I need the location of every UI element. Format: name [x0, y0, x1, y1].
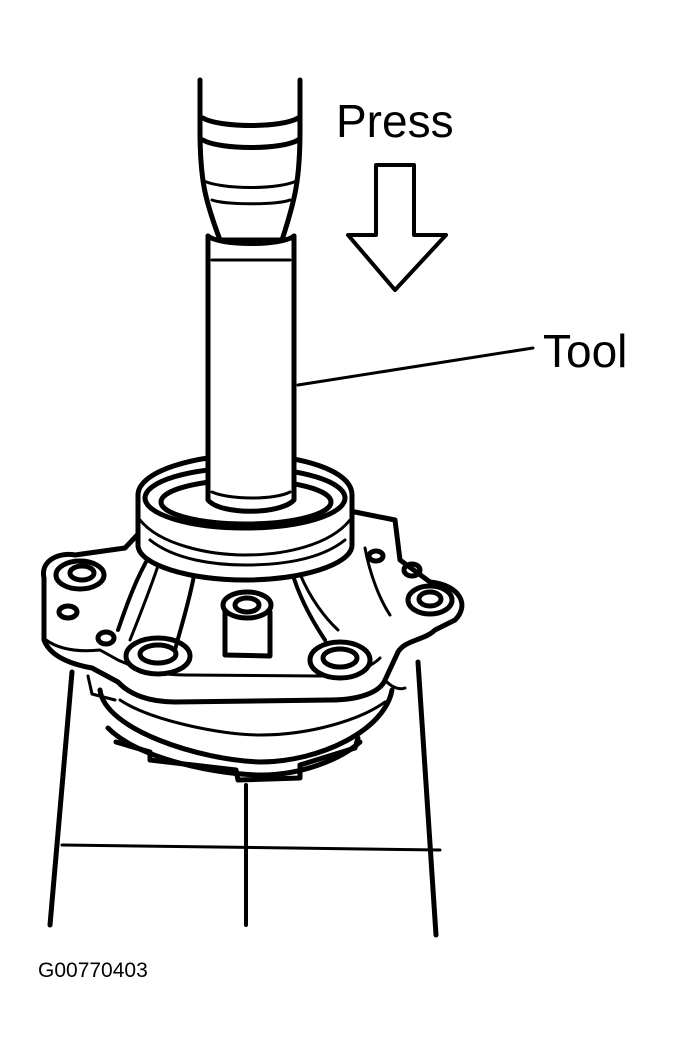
center-boss — [220, 589, 274, 659]
tool-leader-line — [296, 346, 535, 387]
housing-ribs — [116, 546, 392, 652]
tool-shaft — [205, 233, 297, 514]
small-hole-left — [56, 603, 117, 647]
bolt-hole-left — [53, 558, 107, 592]
small-hole-right — [366, 548, 423, 579]
support-block — [47, 659, 442, 938]
bolt-hole-front-right — [307, 639, 373, 681]
bolt-hole-right — [405, 583, 455, 617]
tool-label: Tool — [543, 325, 628, 377]
press-ram — [197, 77, 303, 243]
press-label: Press — [336, 95, 454, 147]
down-arrow-icon — [346, 163, 448, 292]
bolt-hole-front-left — [123, 635, 193, 677]
housing-lower-body — [97, 687, 395, 783]
figure-id: G00770403 — [38, 959, 148, 982]
